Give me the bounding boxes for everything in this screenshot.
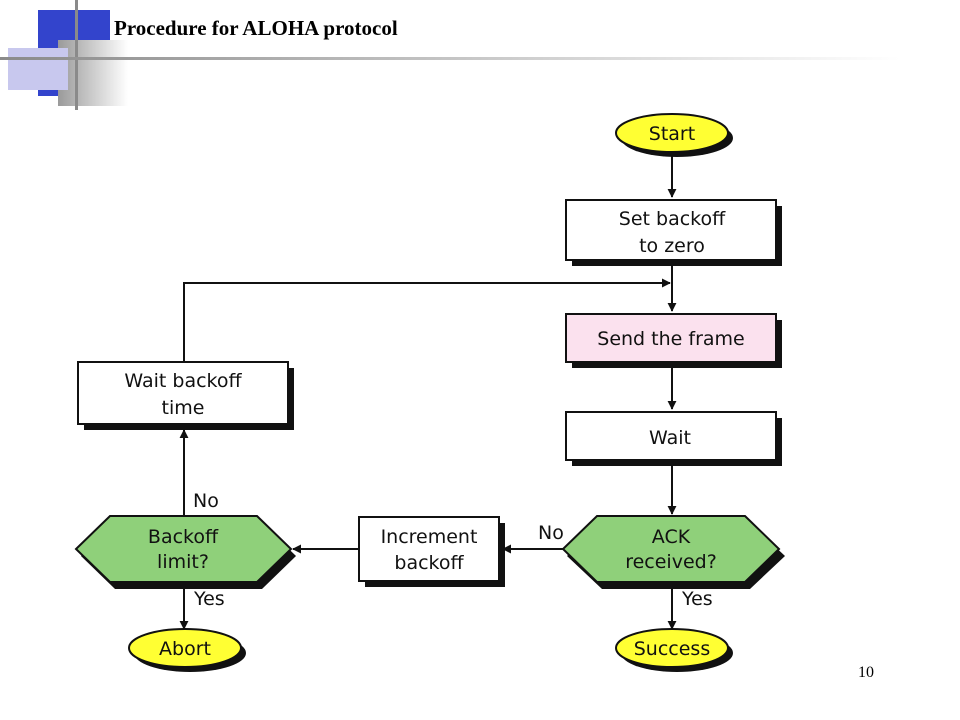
header-vertical-line — [75, 0, 78, 110]
ack-received-node: ACK received? — [561, 515, 785, 589]
header-gray-block — [58, 40, 128, 106]
wait-node: Wait — [565, 411, 782, 466]
success-node: Success — [615, 628, 733, 672]
set-backoff-label-line2: to zero — [639, 235, 705, 257]
backoff-limit-label-line1: Backoff — [148, 526, 219, 548]
start-label: Start — [649, 123, 695, 145]
abort-node: Abort — [128, 628, 246, 672]
send-frame-node: Send the frame — [565, 313, 782, 368]
connectors — [179, 155, 677, 630]
success-label: Success — [634, 638, 710, 660]
ack-no-label: No — [538, 522, 564, 544]
start-node: Start — [615, 113, 733, 157]
ack-received-label-line2: received? — [625, 551, 717, 573]
limit-no-label: No — [193, 490, 219, 512]
backoff-limit-node: Backoff limit? — [74, 515, 296, 589]
set-backoff-node: Set backoff to zero — [565, 199, 782, 266]
set-backoff-label-line1: Set backoff — [619, 208, 726, 230]
increment-backoff-label-line1: Increment — [381, 526, 478, 548]
header-decoration — [0, 0, 900, 110]
page-number: 10 — [858, 664, 874, 681]
increment-backoff-node: Increment backoff — [358, 516, 505, 587]
backoff-limit-label-line2: limit? — [157, 551, 209, 573]
send-frame-label: Send the frame — [597, 328, 744, 350]
arrow-wait-backoff-loop-to-send — [183, 278, 671, 362]
slide-title: Procedure for ALOHA protocol — [114, 16, 398, 40]
wait-backoff-time-node: Wait backoff time — [77, 361, 294, 430]
header-horizontal-line — [0, 57, 900, 60]
abort-label: Abort — [159, 638, 211, 660]
wait-label: Wait — [649, 427, 691, 449]
wait-backoff-time-label-line2: time — [162, 397, 205, 419]
wait-backoff-time-label-line1: Wait backoff — [124, 370, 242, 392]
limit-yes-label: Yes — [193, 588, 225, 610]
increment-backoff-label-line2: backoff — [394, 552, 464, 574]
header-lavender-block — [8, 48, 68, 90]
ack-received-label-line1: ACK — [652, 526, 691, 548]
ack-yes-label: Yes — [681, 588, 713, 610]
